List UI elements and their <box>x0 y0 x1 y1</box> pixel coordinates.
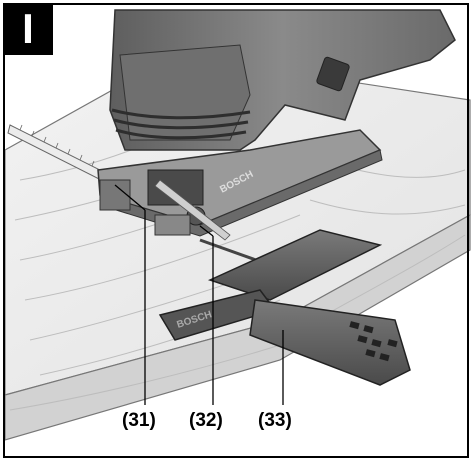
guide-fence: BOSCH <box>158 229 411 386</box>
leader-lines <box>114 184 284 405</box>
callout-33: (33) <box>258 410 292 431</box>
figure-frame <box>3 3 469 458</box>
jigsaw-body: BOSCH <box>97 9 456 241</box>
callout-31: (31) <box>122 410 156 431</box>
figure-badge: I <box>3 3 53 55</box>
callout-32: (32) <box>189 410 223 431</box>
